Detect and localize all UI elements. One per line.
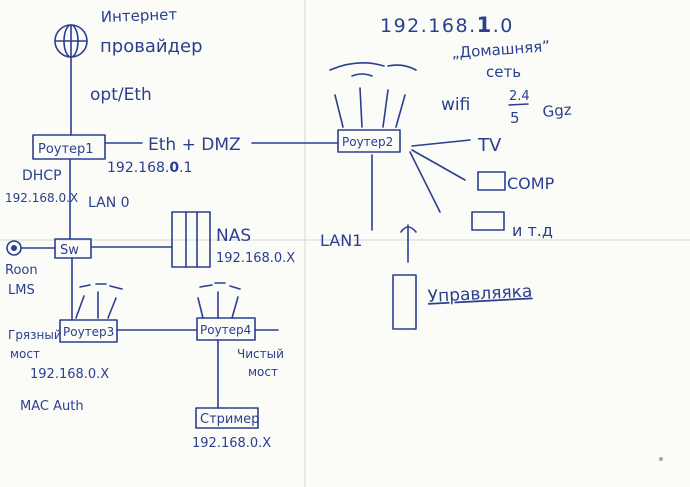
router4-box (196, 317, 256, 341)
managed-antenna-icon (400, 224, 417, 263)
uplink-label: opt/Eth (90, 85, 152, 105)
lan0-label: LAN 0 (88, 195, 130, 211)
router2-antenna-icon (329, 62, 417, 128)
dhcp-range: 192.168.0.X (5, 191, 78, 205)
router3-ip: 192.168.0.X (30, 367, 109, 382)
wire-router2-etc (409, 151, 441, 213)
comp-label: COMP (507, 174, 555, 193)
router4-antenna-icon (197, 282, 241, 319)
roon-label: Roon (5, 263, 38, 278)
nas-box (171, 211, 211, 268)
dmz-link-label: Eth + DMZ (148, 135, 241, 155)
wire-router2-tv (411, 139, 471, 147)
streamer-ip: 192.168.0.X (192, 436, 271, 451)
router3-note: Грязный (8, 328, 62, 342)
comp-icon (477, 171, 506, 191)
mac-auth-label: MAC Auth (20, 399, 84, 414)
paper-mark (659, 457, 663, 461)
etc-device-icon (471, 211, 505, 231)
router3-label: Роутер3 (63, 325, 114, 339)
router2-box (337, 129, 401, 153)
managed-label: Управляяка (427, 282, 533, 307)
wire-router2-comp (411, 149, 466, 181)
subnet-title: 192.168.1.0 (380, 13, 514, 37)
home-network-label: сеть (486, 63, 521, 81)
internet-label: провайдер (100, 36, 203, 57)
home-network-label: „Домашняя” (451, 37, 551, 62)
streamer-box (195, 407, 259, 429)
roon-label: LMS (8, 283, 35, 298)
router2-label: Роутер2 (342, 135, 393, 149)
router1-ip: 192.168.0.1 (107, 160, 192, 176)
internet-label: Интернет (101, 5, 178, 26)
freq-divider (508, 103, 529, 106)
internet-globe-icon (54, 24, 88, 58)
router1-label: Роутер1 (38, 142, 94, 157)
lan1-label: LAN1 (320, 231, 362, 250)
router1-box (32, 134, 106, 160)
wifi-freq: 5 (510, 109, 520, 127)
etc-label: и т.д (512, 221, 553, 240)
nas-ip: 192.168.0.X (216, 251, 295, 266)
tv-label: TV (477, 135, 502, 156)
streamer-label: Стример (200, 412, 259, 427)
nas-label: NAS (216, 226, 251, 246)
switch-label: Sw (60, 243, 79, 258)
router3-antenna-icon (75, 283, 123, 319)
wifi-unit: Ggz (542, 101, 573, 121)
router4-label: Роутер4 (200, 323, 251, 337)
roon-speaker-icon (6, 240, 22, 256)
router3-box (59, 319, 118, 343)
router3-note: мост (10, 347, 40, 361)
router4-note: мост (248, 365, 278, 379)
router4-note: Чистый (237, 347, 284, 361)
managed-box (392, 274, 417, 330)
wifi-freq: 2.4 (509, 89, 530, 104)
wifi-label: wifi (441, 95, 470, 115)
dhcp-label: DHCP (22, 168, 62, 184)
